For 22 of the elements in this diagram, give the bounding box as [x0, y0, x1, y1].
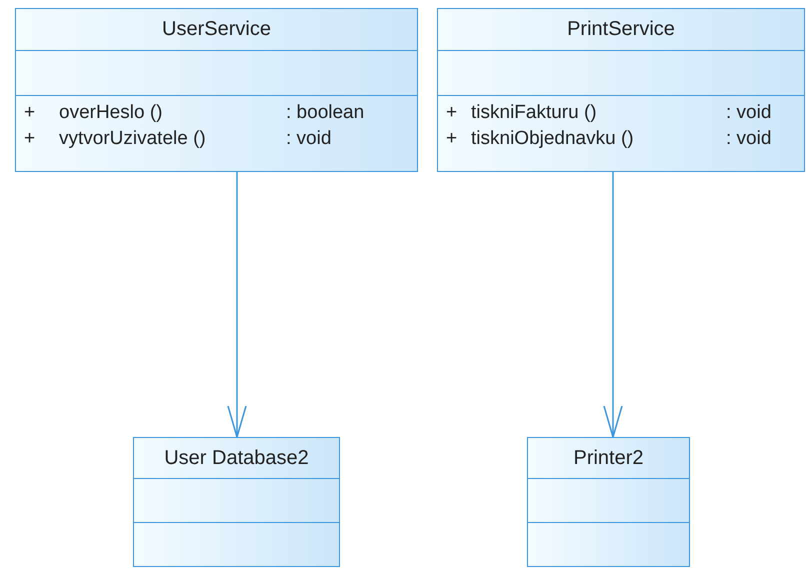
- method-name: tiskniFakturu (): [471, 102, 598, 124]
- class-box: [133, 437, 340, 567]
- class-name: Printer2: [573, 446, 644, 470]
- visibility-mark: +: [24, 102, 36, 124]
- visibility-mark: +: [24, 128, 36, 150]
- class-name: UserService: [162, 18, 271, 41]
- arrow: [227, 172, 247, 438]
- class-name: User Database2: [164, 446, 309, 470]
- method-name: overHeslo (): [59, 102, 164, 124]
- class-box: [437, 8, 805, 172]
- class-box: [15, 8, 418, 172]
- return-type: : void: [726, 102, 772, 124]
- return-type: : void: [286, 128, 332, 150]
- return-type: : boolean: [286, 102, 366, 124]
- arrow: [603, 172, 623, 438]
- visibility-mark: +: [446, 128, 458, 150]
- class-name: PrintService: [567, 18, 675, 41]
- method-name: vytvorUzivatele (): [59, 128, 207, 150]
- return-type: : void: [726, 128, 772, 150]
- class-box: [527, 437, 690, 567]
- visibility-mark: +: [446, 102, 458, 124]
- method-name: tiskniObjednavku (): [471, 128, 635, 150]
